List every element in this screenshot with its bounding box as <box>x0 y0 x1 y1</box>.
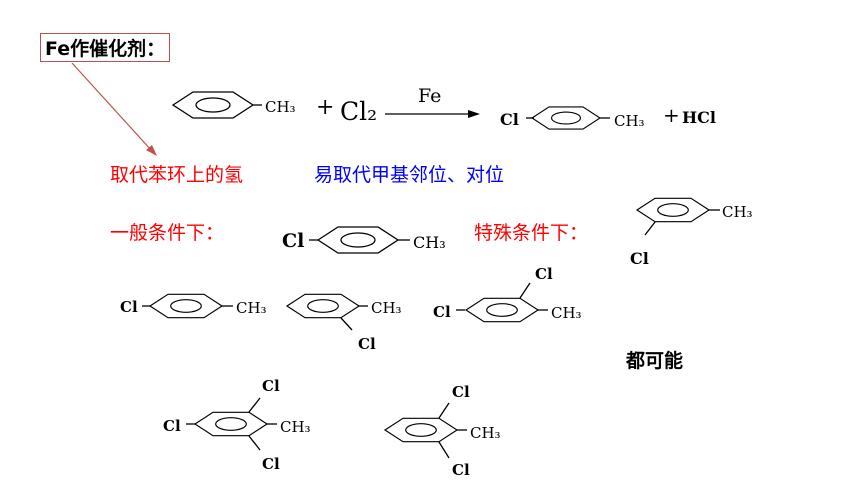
row4-dichlorotoluene: CH₃ Cl Cl <box>384 383 501 479</box>
svg-text:Cl: Cl <box>282 230 304 252</box>
plus-sign-2: + <box>663 103 680 127</box>
pointer-arrow <box>71 62 157 156</box>
product-ch3: CH₃ <box>614 112 645 130</box>
row4-trichlorotoluene: Cl CH₃ Cl Cl <box>163 377 311 473</box>
row3-o-chlorotoluene: CH₃ Cl <box>286 293 402 353</box>
general-product: Cl CH₃ <box>282 226 446 254</box>
catalyst-label: Fe作催化剂： <box>40 33 171 62</box>
svg-text:Cl: Cl <box>262 377 280 395</box>
svg-text:CH₃: CH₃ <box>371 299 402 317</box>
svg-text:Cl: Cl <box>120 298 138 316</box>
product-p-chlorotoluene: Cl CH₃ <box>500 106 645 130</box>
svg-text:CH₃: CH₃ <box>280 418 311 436</box>
plus-sign-1: + <box>316 95 334 120</box>
reagent-cl2: Cl₂ <box>340 97 377 126</box>
svg-text:Cl: Cl <box>452 461 470 479</box>
svg-text:CH₃: CH₃ <box>551 304 582 322</box>
svg-text:CH₃: CH₃ <box>413 233 446 252</box>
general-conditions-label: 一般条件下： <box>110 222 225 244</box>
svg-text:Cl: Cl <box>358 335 376 353</box>
svg-text:Cl: Cl <box>262 455 280 473</box>
byproduct-hcl: HCl <box>682 108 716 127</box>
reactant-ch3: CH₃ <box>265 98 296 116</box>
svg-text:Cl: Cl <box>433 303 451 321</box>
svg-text:Cl: Cl <box>630 249 649 268</box>
reaction-arrow <box>385 110 480 118</box>
product-cl: Cl <box>500 110 519 129</box>
svg-text:CH₃: CH₃ <box>470 424 501 442</box>
substitution-note: 取代苯环上的氢 <box>110 164 244 186</box>
special-product: CH₃ Cl <box>630 197 753 268</box>
svg-text:Cl: Cl <box>535 265 553 283</box>
special-conditions-label: 特殊条件下： <box>474 222 589 244</box>
svg-text:CH₃: CH₃ <box>722 203 753 221</box>
conclusion-text: 都可能 <box>626 350 684 372</box>
svg-text:CH₃: CH₃ <box>236 299 267 317</box>
row3-p-chlorotoluene: Cl CH₃ <box>120 293 267 319</box>
row3-dichlorotoluene: Cl CH₃ Cl <box>433 265 582 323</box>
position-note: 易取代甲基邻位、对位 <box>314 164 505 186</box>
svg-text:Cl: Cl <box>452 383 470 401</box>
arrow-catalyst-fe: Fe <box>418 85 441 107</box>
reactant-toluene: CH₃ <box>172 91 296 119</box>
svg-text:Cl: Cl <box>163 417 181 435</box>
